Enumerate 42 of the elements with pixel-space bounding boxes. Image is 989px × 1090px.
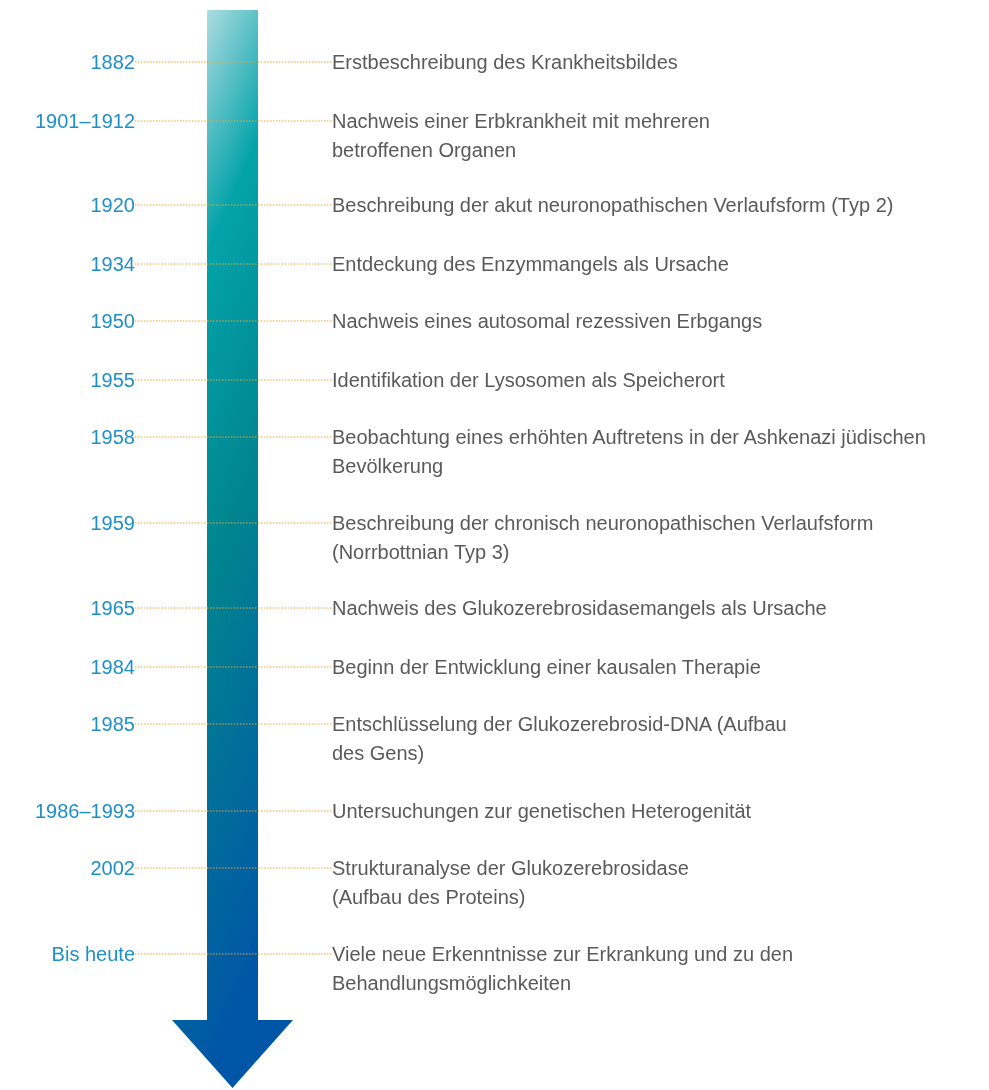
- leader-line: [134, 379, 333, 381]
- event-text: Beschreibung der chronisch neuronopathischen Verlaufsform (Norrbottnian Typ 3): [332, 508, 972, 567]
- leader-line: [134, 522, 333, 524]
- event-text: Erstbeschreibung des Krankheitsbildes: [332, 47, 678, 77]
- year-text: 1950: [0, 306, 135, 336]
- event-text: Untersuchungen zur genetischen Heterogenität: [332, 796, 752, 826]
- leader-line: [134, 953, 333, 955]
- year-text: 1986–1993: [0, 796, 135, 826]
- year-text: 1959: [0, 508, 135, 538]
- event-text: Beobachtung eines erhöhten Auftretens in der Ashkenazi jüdischen Bevölkerung: [332, 422, 952, 481]
- year-text: 1901–1912: [0, 106, 135, 136]
- event-text: Identifikation der Lysosomen als Speicherort: [332, 365, 725, 395]
- leader-line: [134, 320, 333, 322]
- leader-line: [134, 120, 333, 122]
- year-text: 1920: [0, 190, 135, 220]
- event-text: Nachweis des Glukozerebrosidasemangels als Ursache: [332, 593, 827, 623]
- leader-line: [134, 204, 333, 206]
- year-text: Bis heute: [0, 939, 135, 969]
- leader-line: [134, 810, 333, 812]
- year-text: 1955: [0, 365, 135, 395]
- leader-line: [134, 263, 333, 265]
- event-text: Nachweis eines autosomal rezessiven Erbgangs: [332, 306, 763, 336]
- year-text: 1882: [0, 47, 135, 77]
- event-text: Viele neue Erkenntnisse zur Erkrankung und zu den Behandlungsmöglichkeiten: [332, 939, 802, 998]
- year-text: 1984: [0, 652, 135, 682]
- leader-line: [134, 723, 333, 725]
- leader-line: [134, 607, 333, 609]
- event-text: Nachweis einer Erbkrankheit mit mehreren betroffenen Organen: [332, 106, 782, 165]
- leader-line: [134, 61, 333, 63]
- year-text: 1958: [0, 422, 135, 452]
- event-text: Beschreibung der akut neuronopathischen Verlaufsform (Typ 2): [332, 190, 894, 220]
- year-text: 1965: [0, 593, 135, 623]
- leader-line: [134, 666, 333, 668]
- leader-line: [134, 867, 333, 869]
- leader-line: [134, 436, 333, 438]
- year-text: 2002: [0, 853, 135, 883]
- event-text: Entdeckung des Enzymmangels als Ursache: [332, 249, 729, 279]
- year-text: 1985: [0, 709, 135, 739]
- event-text: Strukturanalyse der Glukozerebrosidase (Aufbau des Proteins): [332, 853, 762, 912]
- event-text: Entschlüsselung der Glukozerebrosid-DNA (Aufbau des Gens): [332, 709, 802, 768]
- event-text: Beginn der Entwicklung einer kausalen Therapie: [332, 652, 761, 682]
- year-text: 1934: [0, 249, 135, 279]
